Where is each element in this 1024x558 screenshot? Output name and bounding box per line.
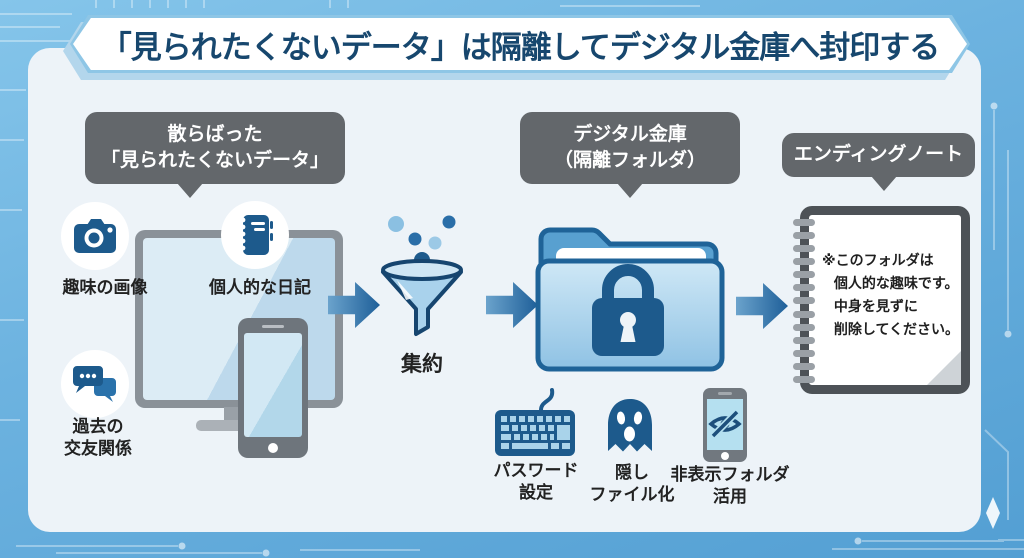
spiral-rings (793, 219, 817, 383)
aggregate-label: 集約 (401, 353, 443, 376)
funnel-icon (381, 215, 463, 336)
hobby-images-circle (61, 202, 129, 270)
keyboard-icon (495, 388, 575, 456)
past-relations-label-line1: 過去の (72, 417, 124, 436)
phone-home-button (268, 443, 278, 453)
password-setting-label: パスワード 設定 (478, 460, 594, 505)
ring (793, 323, 815, 331)
note-line: 中身を見ずに (833, 298, 918, 315)
diary-icon (240, 215, 273, 255)
ghost-group (601, 397, 659, 462)
scattered-data-bubble: 散らばった 「見られたくないデータ」 (85, 112, 345, 198)
page-title: 「見られたくないデータ」は隔離してデジタル金庫へ封印する (100, 29, 940, 65)
digital-vault-bubble: デジタル金庫 （隔離フォルダ） (520, 112, 740, 198)
keyboard-group (494, 388, 576, 463)
personal-diary-label: 個人的な日記 (209, 278, 311, 297)
ring (793, 219, 815, 226)
personal-diary-circle (221, 201, 289, 269)
password-setting-line1: パスワード (493, 461, 579, 480)
note-line: 個人的な趣味です。 (833, 275, 959, 292)
ending-note-text: ※このフォルダは 個人的な趣味です。 中身を見ずに 削除してください。 (822, 249, 959, 341)
ghost-icon (608, 399, 652, 452)
banner-face (73, 18, 967, 70)
ring (793, 362, 815, 370)
hidden-folder-phone-group (702, 387, 748, 468)
ring (793, 375, 815, 383)
title-banner: 「見られたくないデータ」は隔離してデジタル金庫へ封印する (63, 15, 970, 80)
page-fold-corner (927, 351, 961, 385)
hidden-file-label: 隠し ファイル化 (584, 462, 680, 507)
ring (793, 271, 815, 279)
hidden-folder-label: 非表示フォルダ 活用 (660, 464, 800, 509)
ring (793, 258, 815, 266)
ring (793, 336, 815, 344)
camera-icon (74, 219, 116, 253)
note-line: ※このフォルダは (822, 252, 934, 268)
ring (793, 310, 815, 318)
smartphone (238, 318, 308, 458)
vault-bubble-line1: デジタル金庫 (573, 123, 687, 145)
past-relations-label: 過去の 交友関係 (50, 416, 146, 461)
locked-folder-icon (535, 227, 725, 372)
chat-icon (73, 366, 116, 402)
past-relations-circle (61, 350, 129, 418)
phone-hidden-folder-icon (703, 388, 747, 462)
vault-bubble-line2: （隔離フォルダ） (553, 150, 706, 171)
ring (793, 245, 815, 253)
vault-folder-group (528, 204, 732, 381)
ring (793, 284, 815, 292)
hidden-file-line2: ファイル化 (589, 485, 675, 505)
phone-speaker (262, 325, 284, 328)
hidden-folder-line2: 活用 (713, 487, 747, 507)
scattered-bubble-line2: 「見られたくないデータ」 (100, 150, 329, 171)
ring (793, 349, 815, 357)
ring (793, 232, 815, 240)
ending-note: ※このフォルダは 個人的な趣味です。 中身を見ずに 削除してください。 (793, 206, 970, 394)
hidden-file-line1: 隠し (615, 463, 649, 482)
hobby-images-label: 趣味の画像 (62, 278, 148, 297)
note-line: 削除してください。 (833, 321, 960, 338)
funnel-group (372, 210, 472, 353)
ending-note-bubble-label: エンディングノート (793, 143, 964, 165)
ending-note-bubble: エンディングノート (782, 133, 975, 191)
scattered-bubble-line1: 散らばった (167, 123, 263, 145)
past-relations-label-line2: 交友関係 (64, 439, 132, 459)
phone-screen (244, 333, 302, 437)
hidden-folder-line1: 非表示フォルダ (670, 465, 790, 484)
password-setting-line2: 設定 (519, 483, 553, 503)
ring (793, 297, 815, 305)
